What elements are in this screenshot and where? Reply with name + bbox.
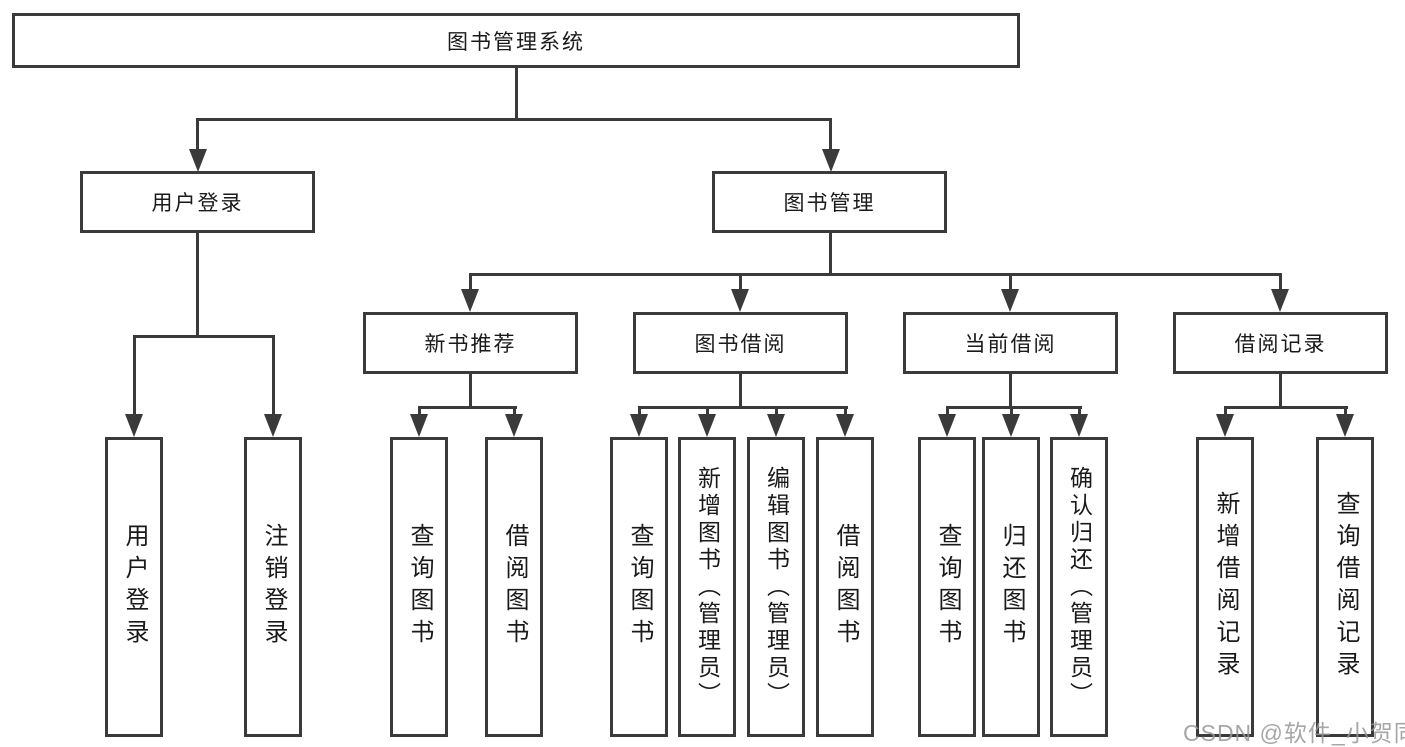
leaf-logout: 注销登录	[244, 437, 302, 737]
csdn-watermark: CSDN @软件_小贺同学	[1183, 720, 1405, 746]
leaf-bb-add-book: 新增图书（管理员）	[678, 437, 736, 737]
arrow-down-icon	[698, 414, 716, 437]
node-current-borrow: 当前借阅	[903, 312, 1118, 374]
connector-drop-book-borrow	[739, 273, 742, 291]
arrow-down-icon	[125, 414, 143, 437]
connector-user-stem	[196, 233, 199, 335]
connector-drop-leaf-login	[133, 335, 136, 416]
connector-drop	[1010, 406, 1013, 416]
leaf-bb-borrow-book: 借阅图书	[816, 437, 874, 737]
leaf-cb-return-book: 归还图书	[982, 437, 1040, 737]
leaf-br-add-record: 新增借阅记录	[1196, 437, 1254, 737]
arrow-down-icon	[461, 289, 479, 312]
connector-br-stem	[1279, 374, 1282, 406]
arrow-down-icon	[836, 414, 854, 437]
connector-drop	[1344, 406, 1347, 416]
arrow-down-icon	[938, 414, 956, 437]
connector-root-bar	[196, 118, 832, 121]
node-new-book-recommend: 新书推荐	[363, 312, 578, 374]
arrow-down-icon	[189, 149, 207, 172]
connector-drop-book-mgmt	[829, 118, 832, 152]
arrow-down-icon	[1336, 414, 1354, 437]
arrow-down-icon	[767, 414, 785, 437]
connector-drop	[775, 406, 778, 416]
leaf-rec-query-book: 查询图书	[390, 437, 448, 737]
arrow-down-icon	[1070, 414, 1088, 437]
connector-drop	[638, 406, 641, 416]
connector-drop	[1078, 406, 1081, 416]
leaf-bb-edit-book: 编辑图书（管理员）	[747, 437, 805, 737]
connector-mgmt-stem	[829, 233, 832, 273]
node-root: 图书管理系统	[12, 13, 1020, 68]
node-user-login: 用户登录	[80, 171, 315, 233]
leaf-rec-borrow-book: 借阅图书	[485, 437, 543, 737]
connector-mgmt-bar	[469, 273, 1282, 276]
node-book-management: 图书管理	[712, 171, 947, 233]
connector-root-stem	[515, 68, 518, 118]
connector-br-bar	[1224, 406, 1348, 409]
connector-drop	[706, 406, 709, 416]
connector-drop-new-book	[469, 273, 472, 291]
arrow-down-icon	[1002, 414, 1020, 437]
arrow-down-icon	[1001, 289, 1019, 312]
connector-drop	[418, 406, 421, 416]
arrow-down-icon	[630, 414, 648, 437]
connector-drop	[844, 406, 847, 416]
connector-drop	[513, 406, 516, 416]
connector-bb-bar	[638, 406, 848, 409]
connector-user-bar	[133, 335, 275, 338]
connector-bb-stem	[739, 374, 742, 406]
connector-rec-stem	[469, 374, 472, 406]
connector-drop	[946, 406, 949, 416]
connector-drop-leaf-logout	[272, 335, 275, 416]
connector-drop-borrow-record	[1279, 273, 1282, 291]
arrow-down-icon	[264, 414, 282, 437]
leaf-user-login: 用户登录	[105, 437, 163, 737]
arrow-down-icon	[1271, 289, 1289, 312]
connector-cb-bar	[946, 406, 1082, 409]
node-book-borrow: 图书借阅	[633, 312, 848, 374]
arrow-down-icon	[410, 414, 428, 437]
leaf-bb-query-book: 查询图书	[610, 437, 668, 737]
leaf-cb-query-book: 查询图书	[918, 437, 976, 737]
arrow-down-icon	[822, 149, 840, 172]
connector-drop-user-login	[196, 118, 199, 152]
arrow-down-icon	[731, 289, 749, 312]
arrow-down-icon	[1216, 414, 1234, 437]
leaf-br-query-record: 查询借阅记录	[1316, 437, 1374, 737]
connector-rec-bar	[418, 406, 517, 409]
leaf-cb-confirm-return: 确认归还（管理员）	[1050, 437, 1108, 737]
connector-drop-current-borrow	[1009, 273, 1012, 291]
connector-cb-stem	[1009, 374, 1012, 406]
node-borrow-record: 借阅记录	[1173, 312, 1388, 374]
arrow-down-icon	[505, 414, 523, 437]
connector-drop	[1224, 406, 1227, 416]
